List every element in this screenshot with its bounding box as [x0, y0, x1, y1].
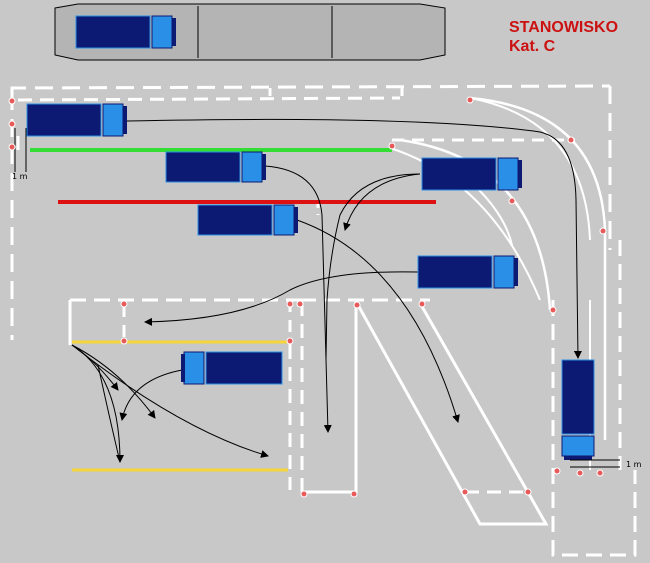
- cone: [596, 469, 604, 477]
- maneuver-paths: [71, 118, 582, 463]
- cone: [120, 337, 128, 345]
- cone: [466, 96, 474, 104]
- truck-final-position: [561, 359, 595, 460]
- cone: [350, 490, 358, 498]
- cone: [8, 143, 16, 151]
- cone: [286, 337, 294, 345]
- cone: [388, 142, 396, 150]
- cone: [300, 490, 308, 498]
- course-markings: [10, 84, 637, 557]
- cone: [120, 300, 128, 308]
- cone: [576, 469, 584, 477]
- truck-right-lower: [417, 255, 518, 289]
- cone: [296, 300, 304, 308]
- truck-second-row: [165, 151, 266, 183]
- cone: [553, 467, 561, 475]
- reference-truck: [75, 15, 176, 49]
- cone: [8, 120, 16, 128]
- cone: [599, 227, 607, 235]
- cone: [8, 97, 16, 105]
- dimension-left: [14, 128, 27, 172]
- truck-start-position: [26, 103, 127, 137]
- cone: [549, 306, 557, 314]
- category-label: Kat. C: [509, 38, 556, 55]
- cone: [353, 301, 361, 309]
- cone: [418, 300, 426, 308]
- cone: [286, 300, 294, 308]
- cone: [524, 488, 532, 496]
- truck-left-bay: [181, 351, 283, 385]
- dimension-right: [570, 459, 620, 468]
- station-title: STANOWISKO: [509, 19, 619, 36]
- truck-right-upper: [421, 157, 522, 191]
- cone: [508, 197, 516, 205]
- cone: [461, 488, 469, 496]
- truck-third-row: [197, 204, 298, 236]
- cone: [567, 136, 575, 144]
- dimension-label-right: 1 m: [626, 460, 642, 469]
- dimension-label-left: 1 m: [12, 172, 28, 181]
- cones: [8, 96, 607, 498]
